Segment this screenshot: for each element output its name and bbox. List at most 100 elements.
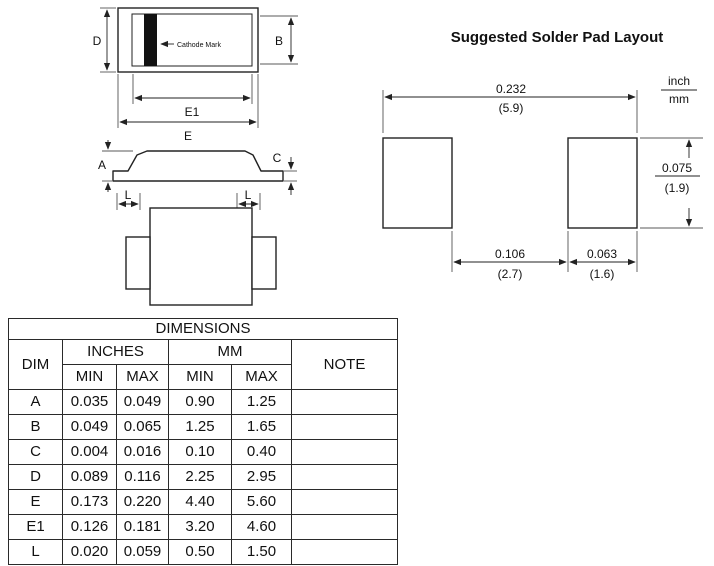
- col-header-note: NOTE: [291, 339, 398, 390]
- dim-a: A: [98, 140, 133, 192]
- inch-max-cell: 0.065: [116, 414, 169, 440]
- inch-max-cell: 0.220: [116, 489, 169, 515]
- package-inner-outline: [131, 13, 253, 67]
- mm-max-cell: 4.60: [231, 514, 292, 540]
- table-header-row-1: DIM INCHES MM NOTE: [8, 339, 398, 390]
- col-header-inches: INCHES: [62, 339, 169, 365]
- cathode-band: [144, 14, 157, 66]
- note-cell: [291, 439, 398, 465]
- unit-inch-label: inch: [668, 74, 690, 88]
- mm-min-cell: 4.40: [168, 489, 232, 515]
- col-header-dim: DIM: [8, 339, 63, 390]
- col-header-mm-min: MIN: [168, 364, 232, 390]
- dim-cell: L: [8, 539, 63, 565]
- dim-l-left-label: L: [125, 188, 132, 202]
- dim-cell: D: [8, 464, 63, 490]
- table-row: B 0.049 0.065 1.25 1.65: [8, 414, 398, 440]
- col-header-mm: MM: [168, 339, 292, 365]
- pad-height-inch: 0.075: [662, 161, 692, 175]
- mm-min-cell: 2.25: [168, 464, 232, 490]
- pad-width-inch: 0.063: [587, 247, 617, 261]
- table-header-row-2: MIN MAX MIN MAX: [9, 364, 398, 390]
- pad-height-mm: (1.9): [665, 181, 690, 195]
- dim-cell: E1: [8, 514, 63, 540]
- inch-min-cell: 0.004: [62, 439, 117, 465]
- mm-max-cell: 1.25: [231, 389, 292, 415]
- dim-d-label: D: [93, 34, 102, 48]
- col-header-inches-min: MIN: [62, 364, 117, 390]
- pad-gap-inch: 0.106: [495, 247, 525, 261]
- inch-max-cell: 0.049: [116, 389, 169, 415]
- cathode-mark-label: Cathode Mark: [177, 42, 221, 49]
- dim-l-right: L: [236, 188, 261, 210]
- dim-e1-label: E1: [185, 105, 200, 119]
- dim-e1: E1: [132, 74, 253, 119]
- dim-e: E: [117, 74, 259, 143]
- pad-gap-mm: (2.7): [498, 267, 523, 281]
- table-title: DIMENSIONS: [8, 318, 398, 340]
- bottom-view-right-terminal: [251, 236, 277, 290]
- mm-min-cell: 3.20: [168, 514, 232, 540]
- dim-b: B: [260, 15, 298, 65]
- dim-l-left: L: [116, 188, 141, 210]
- inch-max-cell: 0.016: [116, 439, 169, 465]
- mm-max-cell: 1.65: [231, 414, 292, 440]
- solder-pad-left: [382, 137, 453, 229]
- mm-min-cell: 0.50: [168, 539, 232, 565]
- pad-layout-title: Suggested Solder Pad Layout: [451, 29, 664, 46]
- dim-e-label: E: [184, 129, 192, 143]
- bottom-view-left-terminal: [125, 236, 151, 290]
- dim-l-right-label: L: [245, 188, 252, 202]
- inch-max-cell: 0.116: [116, 464, 169, 490]
- mm-max-cell: 0.40: [231, 439, 292, 465]
- inch-min-cell: 0.049: [62, 414, 117, 440]
- note-cell: [291, 389, 398, 415]
- table-title-row: DIMENSIONS: [8, 318, 398, 340]
- mm-min-cell: 1.25: [168, 414, 232, 440]
- mm-max-cell: 1.50: [231, 539, 292, 565]
- dim-cell: B: [8, 414, 63, 440]
- inch-min-cell: 0.020: [62, 539, 117, 565]
- col-header-inches-max: MAX: [116, 364, 169, 390]
- table-row: A 0.035 0.049 0.90 1.25: [8, 389, 398, 415]
- note-cell: [291, 464, 398, 490]
- table-row: C 0.004 0.016 0.10 0.40: [8, 439, 398, 465]
- pad-width-mm: (1.6): [590, 267, 615, 281]
- note-cell: [291, 514, 398, 540]
- inch-max-cell: 0.181: [116, 514, 169, 540]
- dim-c-label: C: [273, 151, 282, 165]
- note-cell: [291, 539, 398, 565]
- package-side-view: [112, 150, 284, 182]
- package-side-profile: [112, 150, 284, 182]
- dimensions-table: DIMENSIONS DIM INCHES MM NOTE MIN MAX MI…: [8, 318, 398, 565]
- dim-d: D: [93, 7, 116, 73]
- dim-cell: C: [8, 439, 63, 465]
- mm-max-cell: 2.95: [231, 464, 292, 490]
- dim-c: C: [273, 151, 297, 195]
- solder-pad-layout: Suggested Solder Pad Layout inch mm 0.23…: [382, 29, 703, 281]
- inch-min-cell: 0.173: [62, 489, 117, 515]
- dim-cell: A: [8, 389, 63, 415]
- mm-min-cell: 0.10: [168, 439, 232, 465]
- table-row: E 0.173 0.220 4.40 5.60: [8, 489, 398, 515]
- package-top-view: Cathode Mark: [117, 7, 259, 73]
- note-cell: [291, 489, 398, 515]
- table-row: D 0.089 0.116 2.25 2.95: [8, 464, 398, 490]
- package-bottom-view: [125, 207, 277, 306]
- unit-mm-label: mm: [669, 92, 689, 106]
- inch-min-cell: 0.126: [62, 514, 117, 540]
- package-body-outline: [117, 7, 259, 73]
- col-header-mm-max: MAX: [231, 364, 292, 390]
- note-cell: [291, 414, 398, 440]
- mm-max-cell: 5.60: [231, 489, 292, 515]
- dim-cell: E: [8, 489, 63, 515]
- mm-min-cell: 0.90: [168, 389, 232, 415]
- table-row: E1 0.126 0.181 3.20 4.60: [8, 514, 398, 540]
- package-drawing-svg: Cathode Mark D B E1 E A: [93, 7, 703, 306]
- dim-b-label: B: [275, 34, 283, 48]
- solder-pad-right: [567, 137, 638, 229]
- inch-min-cell: 0.089: [62, 464, 117, 490]
- inch-min-cell: 0.035: [62, 389, 117, 415]
- pad-overall-width-mm: (5.9): [499, 101, 524, 115]
